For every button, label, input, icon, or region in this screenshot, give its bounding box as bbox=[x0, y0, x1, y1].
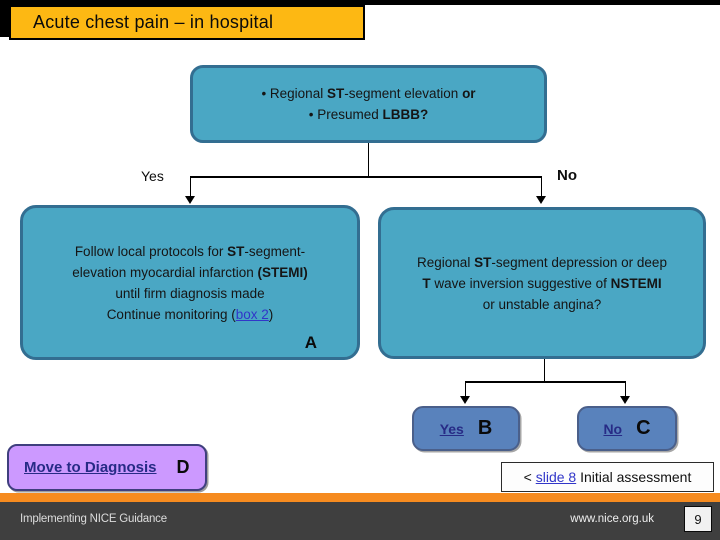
stemi-line: until firm diagnosis made bbox=[23, 283, 357, 304]
text-segment: • Regional bbox=[261, 86, 327, 101]
stemi-line: elevation myocardial infarction (STEMI) bbox=[23, 262, 357, 283]
text-segment: elevation myocardial infarction bbox=[72, 264, 258, 280]
badge-b: B bbox=[477, 417, 493, 439]
text-segment: ) bbox=[268, 306, 274, 322]
yes-link[interactable]: Yes bbox=[439, 420, 464, 437]
decision-node-st-elevation: • Regional ST-segment elevation or • Pre… bbox=[190, 65, 547, 143]
badge-d: D bbox=[176, 457, 190, 477]
text-segment: NSTEMI bbox=[610, 275, 662, 291]
text-segment: -segment- bbox=[244, 243, 306, 259]
text-segment: • Presumed bbox=[308, 107, 383, 122]
text-segment: ST bbox=[326, 86, 345, 101]
no-link[interactable]: No bbox=[603, 420, 623, 437]
footer-brand: Implementing NICE Guidance bbox=[20, 513, 167, 525]
label-yes: Yes bbox=[141, 168, 164, 184]
badge-c: C bbox=[636, 417, 651, 439]
no-node: No C bbox=[577, 406, 677, 451]
connector-stem-top bbox=[367, 143, 369, 177]
text-segment: Continue monitoring ( bbox=[106, 306, 236, 322]
top-border-strip bbox=[0, 0, 720, 5]
page-number: 9 bbox=[694, 511, 702, 527]
nstemi-line: T wave inversion suggestive of NSTEMI bbox=[381, 273, 703, 294]
connector-yes2-line bbox=[464, 381, 466, 397]
connector-branch-top bbox=[189, 176, 542, 178]
page-number-box: 9 bbox=[684, 506, 712, 532]
decision-line: • Regional ST-segment elevation or bbox=[193, 83, 544, 104]
arrow-down-icon bbox=[536, 196, 546, 204]
connector-no-line bbox=[540, 176, 542, 197]
text-segment: T bbox=[422, 275, 431, 291]
stemi-protocol-box: Follow local protocols for ST-segment- e… bbox=[20, 205, 360, 360]
text-segment: -segment depression or deep bbox=[491, 254, 667, 270]
left-border-strip bbox=[0, 0, 9, 37]
text-segment: or bbox=[462, 86, 476, 101]
nstemi-line: Regional ST-segment depression or deep bbox=[381, 252, 703, 273]
nstemi-decision-box: Regional ST-segment depression or deep T… bbox=[378, 207, 706, 359]
move-to-diagnosis-node: Move to Diagnosis D bbox=[7, 444, 207, 491]
yes-node: Yes B bbox=[412, 406, 520, 451]
text-segment: until firm diagnosis made bbox=[115, 285, 265, 301]
text-segment: < bbox=[523, 469, 536, 485]
connector-yes-line bbox=[189, 176, 191, 197]
slide-nav: < slide 8 Initial assessment bbox=[501, 462, 714, 492]
text-segment: ST bbox=[227, 243, 245, 259]
title-bar: Acute chest pain – in hospital bbox=[9, 5, 365, 40]
arrow-down-icon bbox=[460, 396, 470, 404]
arrow-down-icon bbox=[620, 396, 630, 404]
box-2-link[interactable]: box 2 bbox=[235, 306, 269, 322]
text-segment: or unstable angina? bbox=[482, 296, 602, 312]
text-segment: ST bbox=[474, 254, 492, 270]
arrow-down-icon bbox=[185, 196, 195, 204]
text-segment: (STEMI) bbox=[257, 264, 308, 280]
label-no: No bbox=[557, 167, 577, 184]
stemi-line: Continue monitoring (box 2) bbox=[23, 304, 357, 325]
footer: Implementing NICE Guidance www.nice.org.… bbox=[0, 502, 720, 540]
text-segment: LBBB? bbox=[382, 107, 429, 122]
text-segment: Regional bbox=[417, 254, 475, 270]
footer-url: www.nice.org.uk bbox=[570, 513, 654, 525]
decision-line: • Presumed LBBB? bbox=[193, 104, 544, 125]
connector-no2-line bbox=[624, 381, 626, 397]
move-to-diagnosis-link[interactable]: Move to Diagnosis bbox=[24, 459, 157, 476]
nstemi-line: or unstable angina? bbox=[381, 294, 703, 315]
stemi-line: Follow local protocols for ST-segment- bbox=[23, 241, 357, 262]
connector-stem-bottom bbox=[543, 359, 545, 382]
text-segment: wave inversion suggestive of bbox=[430, 275, 611, 291]
text-segment: Initial assessment bbox=[576, 469, 692, 485]
badge-a: A bbox=[304, 333, 317, 352]
connector-branch-bottom bbox=[464, 381, 626, 383]
text-segment: -segment elevation bbox=[344, 86, 463, 101]
text-segment: Follow local protocols for bbox=[74, 243, 228, 259]
orange-divider bbox=[0, 493, 720, 502]
page-title: Acute chest pain – in hospital bbox=[33, 12, 274, 32]
slide-8-link[interactable]: slide 8 bbox=[535, 469, 577, 485]
